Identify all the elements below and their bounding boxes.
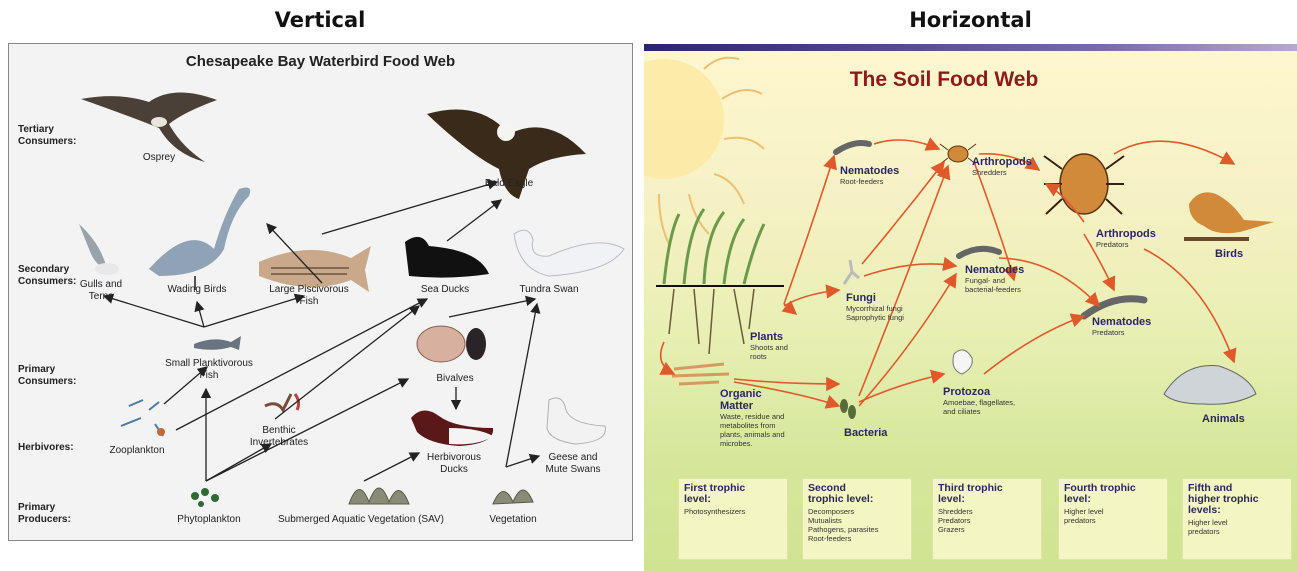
geese-icon bbox=[547, 398, 605, 444]
sun-icon bbox=[644, 58, 764, 244]
bacteria-icon bbox=[840, 399, 856, 419]
horizontal-heading: Horizontal bbox=[644, 8, 1297, 32]
vertical-heading: Vertical bbox=[0, 8, 640, 32]
tundra-swan-icon bbox=[514, 230, 624, 276]
trophic-level-description: Photosynthesizers bbox=[684, 507, 782, 516]
vegetation-label: Vegetation bbox=[473, 514, 553, 526]
organic-matter-icon bbox=[672, 364, 729, 384]
phytoplankton-icon bbox=[191, 488, 219, 507]
bald-eagle-label: Bald Eagle bbox=[469, 178, 549, 190]
wading-birds-label: Wading Birds bbox=[157, 284, 237, 296]
nematodes-predators-label: Nematodes bbox=[1092, 316, 1151, 328]
nematodes-root-feeders-label: Nematodes bbox=[840, 165, 899, 177]
wading-bird-icon bbox=[149, 188, 250, 290]
birds-label: Birds bbox=[1215, 248, 1243, 260]
protozoa-icon bbox=[953, 350, 972, 374]
nematodes-root-feeders-description: Root-feeders bbox=[840, 177, 883, 186]
bivalves-label: Bivalves bbox=[415, 373, 495, 385]
level-herbivores: Herbivores: bbox=[18, 442, 74, 454]
sav-icon bbox=[349, 488, 409, 504]
zooplankton-icon bbox=[121, 400, 165, 436]
chesapeake-title: Chesapeake Bay Waterbird Food Web bbox=[9, 53, 632, 70]
gull-icon bbox=[79, 224, 119, 275]
bacteria-label: Bacteria bbox=[844, 427, 887, 439]
nematodes-predators-description: Predators bbox=[1092, 328, 1125, 337]
protozoa-description: Amoebae, flagellates,and ciliates bbox=[943, 398, 1015, 416]
benthic-invertebrates-icon bbox=[265, 394, 299, 410]
protozoa-label: Protozoa bbox=[943, 386, 990, 398]
nematode-predator-icon bbox=[1084, 299, 1144, 316]
animal-icon bbox=[1164, 366, 1256, 405]
zooplankton-label: Zooplankton bbox=[92, 445, 182, 457]
fungi-label: Fungi bbox=[846, 292, 876, 304]
tundra-swan-label: Tundra Swan bbox=[509, 284, 589, 296]
animals-label: Animals bbox=[1202, 413, 1245, 425]
arthropods-predators-label: Arthropods bbox=[1096, 228, 1156, 240]
vegetation-icon bbox=[493, 490, 533, 504]
herbivorous-duck-icon bbox=[411, 410, 493, 446]
small-fish-icon bbox=[194, 336, 241, 350]
nematodes-fungal-feeders-label: Nematodes bbox=[965, 264, 1024, 276]
arthropod-predator-icon bbox=[1044, 154, 1124, 214]
chesapeake-food-web-panel: Chesapeake Bay Waterbird Food Web Tertia… bbox=[8, 43, 633, 541]
nematode-root-feeder-icon bbox=[836, 143, 869, 152]
plants-label: Plants bbox=[750, 331, 783, 343]
bivalves-icon bbox=[417, 326, 486, 362]
arthropod-shredder-icon bbox=[940, 144, 976, 164]
fungi-icon bbox=[844, 260, 859, 284]
sea-duck-icon bbox=[405, 237, 489, 278]
arthropods-shredders-label: Arthropods bbox=[972, 156, 1032, 168]
nematode-fungal-feeder-icon bbox=[959, 249, 999, 256]
phytoplankton-label: Phytoplankton bbox=[159, 514, 259, 526]
soil-food-web-title: The Soil Food Web bbox=[844, 68, 1044, 92]
bird-icon bbox=[1184, 192, 1274, 239]
arthropods-predators-description: Predators bbox=[1096, 240, 1129, 249]
osprey-label: Osprey bbox=[119, 152, 199, 164]
arthropods-shredders-description: Shredders bbox=[972, 168, 1007, 177]
sav-label: Submerged Aquatic Vegetation (SAV) bbox=[271, 514, 451, 526]
sea-ducks-label: Sea Ducks bbox=[405, 284, 485, 296]
